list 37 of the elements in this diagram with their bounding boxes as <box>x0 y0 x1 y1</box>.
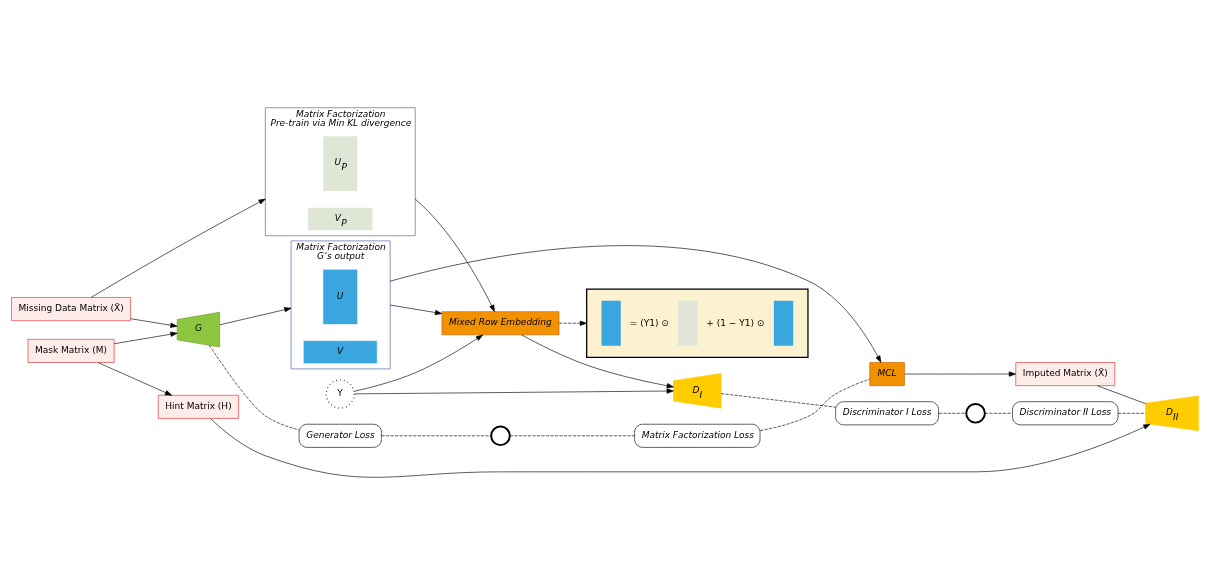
arrow <box>113 331 178 345</box>
arrow <box>210 418 1151 478</box>
node-box: Mask Matrix (M) <box>27 339 115 363</box>
arrow <box>521 334 674 389</box>
node-box: = (Y1) ⊙ + (1 − Y1) ⊙ <box>586 288 809 358</box>
connector <box>938 412 967 414</box>
connector <box>381 435 492 437</box>
node-box: Imputed Matrix (X̄) <box>1015 362 1116 386</box>
arrow <box>353 334 483 392</box>
node-box: Missing Data Matrix (X̃) <box>11 297 131 321</box>
connector <box>759 378 870 431</box>
connector <box>720 393 836 408</box>
arrow <box>219 307 292 326</box>
node-circle: Y <box>325 379 355 409</box>
node-box: G <box>176 311 220 348</box>
node-circle <box>965 403 986 424</box>
arrow <box>389 304 443 316</box>
node-box: Generator Loss <box>298 423 382 448</box>
node-box: V <box>302 340 378 365</box>
arrow <box>389 245 882 363</box>
arrow <box>354 388 674 395</box>
arrow <box>90 198 266 298</box>
arrow <box>97 362 172 396</box>
node-box: Hint Matrix (H) <box>157 394 239 419</box>
connector <box>984 412 1013 414</box>
node-box: U <box>322 268 358 325</box>
arrow <box>414 198 495 312</box>
node-circle <box>490 425 511 447</box>
node-box: MCL <box>869 362 905 386</box>
node-box: Discriminator I Loss <box>835 401 939 426</box>
arrow <box>558 320 587 326</box>
arrow <box>904 371 1016 377</box>
node-box: Discriminator II Loss <box>1012 401 1119 426</box>
arrow <box>130 318 178 328</box>
connector <box>509 435 635 437</box>
node-box: Mixed Row Embedding <box>441 311 560 336</box>
node-box: Matrix Factorization Loss <box>634 423 761 448</box>
